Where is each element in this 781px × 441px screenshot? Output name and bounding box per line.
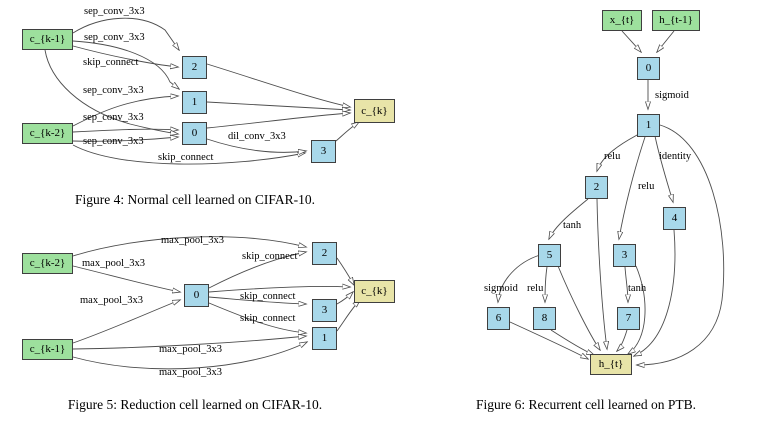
node-c-k-minus-1[interactable]: c_{k-1} bbox=[22, 339, 73, 360]
node-3[interactable]: 3 bbox=[311, 140, 336, 163]
edge-label: skip_connect bbox=[240, 313, 296, 324]
figure-normal-cell: c_{k-1} c_{k-2} 2 1 0 3 c_{k} sep_conv_3… bbox=[0, 0, 400, 225]
edge-label: sep_conv_3x3 bbox=[83, 112, 144, 123]
node-label: h_{t} bbox=[598, 358, 624, 370]
reduction-cell-graph: c_{k-2} c_{k-1} 0 2 3 1 c_{k} max_pool_3… bbox=[22, 235, 400, 378]
edge-label: max_pool_3x3 bbox=[159, 367, 222, 378]
node-1[interactable]: 1 bbox=[312, 327, 337, 350]
node-7[interactable]: 7 bbox=[617, 307, 640, 330]
node-1[interactable]: 1 bbox=[182, 91, 207, 114]
node-c-k-minus-2[interactable]: c_{k-2} bbox=[22, 253, 73, 274]
node-label: 1 bbox=[191, 96, 198, 108]
node-label: 2 bbox=[191, 61, 198, 73]
figure-reduction-cell: c_{k-2} c_{k-1} 0 2 3 1 c_{k} max_pool_3… bbox=[22, 235, 400, 378]
node-x-t[interactable]: x_{t} bbox=[602, 10, 642, 31]
reduction-cell-edges bbox=[72, 236, 400, 370]
node-2[interactable]: 2 bbox=[585, 176, 608, 199]
node-h-t-minus-1[interactable]: h_{t-1} bbox=[652, 10, 700, 31]
node-0[interactable]: 0 bbox=[182, 122, 207, 145]
node-label: 1 bbox=[321, 332, 328, 344]
node-label: c_{k} bbox=[361, 285, 388, 297]
node-label: x_{t} bbox=[609, 14, 635, 26]
node-label: 0 bbox=[645, 62, 652, 74]
edge-label: skip_connect bbox=[158, 152, 214, 163]
node-label: 2 bbox=[321, 247, 328, 259]
node-label: 8 bbox=[541, 312, 548, 324]
node-6[interactable]: 6 bbox=[487, 307, 510, 330]
caption-figure-4: Figure 4: Normal cell learned on CIFAR-1… bbox=[74, 192, 316, 207]
node-label: c_{k} bbox=[361, 104, 388, 117]
normal-cell-edges bbox=[44, 17, 400, 165]
node-8[interactable]: 8 bbox=[533, 307, 556, 330]
caption-figure-6: Figure 6: Recurrent cell learned on PTB. bbox=[475, 397, 697, 412]
edge-label: max_pool_3x3 bbox=[159, 344, 222, 355]
node-label: 3 bbox=[321, 304, 328, 316]
node-label: 2 bbox=[593, 181, 600, 193]
node-c-k[interactable]: c_{k} bbox=[354, 99, 395, 123]
edge-label: identity bbox=[659, 151, 692, 162]
edge-label: sigmoid bbox=[484, 283, 518, 294]
node-0[interactable]: 0 bbox=[637, 57, 660, 80]
node-2[interactable]: 2 bbox=[312, 242, 337, 265]
edge-label: relu bbox=[604, 151, 621, 162]
edge-label: sep_conv_3x3 bbox=[83, 136, 144, 147]
node-label: 4 bbox=[671, 212, 678, 224]
node-label: 6 bbox=[495, 312, 502, 324]
edge-label: dil_conv_3x3 bbox=[228, 131, 286, 142]
node-label: 3 bbox=[320, 145, 327, 157]
edge-label: sep_conv_3x3 bbox=[83, 85, 144, 96]
node-label: 0 bbox=[193, 289, 200, 301]
edge-label: tanh bbox=[563, 220, 582, 231]
node-label: h_{t-1} bbox=[659, 14, 693, 26]
node-0[interactable]: 0 bbox=[184, 284, 209, 307]
node-3[interactable]: 3 bbox=[613, 244, 636, 267]
normal-cell-graph: c_{k-1} c_{k-2} 2 1 0 3 c_{k} sep_conv_3… bbox=[0, 0, 400, 225]
node-c-k-minus-1[interactable]: c_{k-1} bbox=[22, 29, 73, 50]
node-label: c_{k-1} bbox=[29, 33, 66, 45]
edge-label: relu bbox=[527, 283, 544, 294]
edge-label: max_pool_3x3 bbox=[80, 295, 143, 306]
node-label: c_{k-1} bbox=[29, 343, 66, 355]
node-label: 1 bbox=[645, 119, 652, 131]
node-1[interactable]: 1 bbox=[637, 114, 660, 137]
node-label: 3 bbox=[621, 249, 628, 261]
node-label: 5 bbox=[546, 249, 553, 261]
caption-figure-5: Figure 5: Reduction cell learned on CIFA… bbox=[67, 397, 323, 412]
node-5[interactable]: 5 bbox=[538, 244, 561, 267]
node-label: 0 bbox=[191, 127, 198, 139]
edge-label: sep_conv_3x3 bbox=[84, 6, 145, 17]
edge-label: max_pool_3x3 bbox=[82, 258, 145, 269]
node-h-t[interactable]: h_{t} bbox=[590, 354, 632, 375]
edge-label: skip_connect bbox=[242, 251, 298, 262]
edge-label: skip_connect bbox=[83, 57, 139, 68]
node-label: 7 bbox=[625, 312, 632, 324]
node-2[interactable]: 2 bbox=[182, 56, 207, 79]
node-label: c_{k-2} bbox=[29, 257, 66, 269]
node-label: c_{k-2} bbox=[29, 127, 66, 139]
node-3[interactable]: 3 bbox=[312, 299, 337, 322]
edge-label: relu bbox=[638, 181, 655, 192]
edge-label: max_pool_3x3 bbox=[161, 235, 224, 246]
edge-label: tanh bbox=[628, 283, 647, 294]
edge-label: skip_connect bbox=[240, 291, 296, 302]
node-c-k[interactable]: c_{k} bbox=[354, 280, 395, 303]
node-4[interactable]: 4 bbox=[663, 207, 686, 230]
edge-label: sep_conv_3x3 bbox=[84, 32, 145, 43]
node-c-k-minus-2[interactable]: c_{k-2} bbox=[22, 123, 73, 144]
edge-label: sigmoid bbox=[655, 90, 689, 101]
